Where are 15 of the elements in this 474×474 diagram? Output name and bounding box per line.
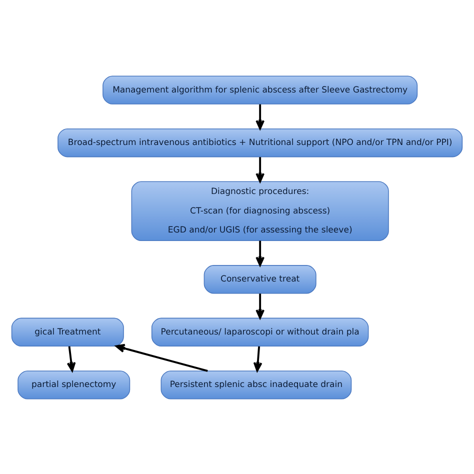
arrow <box>256 240 265 266</box>
arrow <box>115 343 208 372</box>
node-box: Percutaneous/ laparoscopi or without drain pla <box>151 317 369 346</box>
node-box: Broad-spectrum intravenous antibiotics + Nutritional support (NPO and/or TPN and/or PPI) <box>58 128 463 157</box>
arrow <box>256 104 265 129</box>
node-box: Management algorithm for splenic abscess after Sleeve Gastrectomy <box>102 75 418 104</box>
node-box: Diagnostic procedures: CT-scan (for diagnosing abscess) EGD and/or UGIS (for assessing the sleeve) <box>131 180 389 240</box>
node-box: Persistent splenic absc inadequate drain <box>160 370 352 399</box>
arrow <box>253 346 262 372</box>
node-box: partial splenectomy <box>18 370 130 399</box>
node-box: gical Treatment <box>11 317 124 346</box>
arrow <box>66 346 76 372</box>
arrow <box>256 293 265 318</box>
arrow <box>256 156 265 182</box>
node-box: Conservative treat <box>204 264 316 294</box>
